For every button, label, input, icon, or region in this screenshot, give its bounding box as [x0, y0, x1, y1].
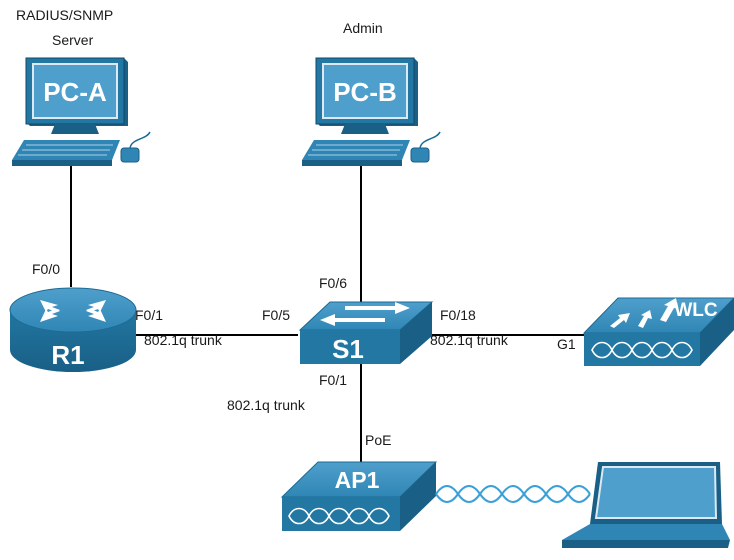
router-icon	[9, 287, 137, 372]
wireless-signal	[435, 485, 591, 503]
wlc-label: WLC	[674, 300, 718, 321]
s1-label: S1	[332, 334, 364, 364]
iface-s1-f05: F0/5	[262, 307, 290, 323]
computer-icon	[12, 57, 151, 166]
access-point-icon	[280, 461, 438, 531]
r1-label: R1	[51, 340, 84, 370]
pc-a-caption-line1: RADIUS/SNMP	[16, 7, 113, 23]
pc-b-caption: Admin	[343, 20, 383, 36]
pc-b-label: PC-B	[333, 77, 397, 107]
s1-switch[interactable]: S1	[298, 301, 434, 364]
ap1-device[interactable]: AP1	[280, 461, 438, 531]
pc-a-device[interactable]: RADIUS/SNMP Server PC-A	[12, 7, 151, 166]
wlc-device[interactable]: WLC	[582, 297, 734, 366]
labels: F0/0 F0/1 802.1q trunk F0/5 F0/6 F0/18 8…	[32, 261, 576, 448]
iface-s1-f018: F0/18	[440, 307, 476, 323]
link-s1-wlc-label: 802.1q trunk	[430, 332, 509, 348]
switch-icon	[298, 301, 434, 364]
iface-s1-f01: F0/1	[319, 372, 347, 388]
links	[70, 165, 588, 462]
iface-r1-f01: F0/1	[135, 307, 163, 323]
ap1-label: AP1	[335, 467, 380, 493]
computer-icon	[302, 57, 441, 166]
iface-s1-f06: F0/6	[319, 275, 347, 291]
link-s1-ap1-label: 802.1q trunk	[227, 397, 306, 413]
laptop-icon[interactable]	[562, 462, 730, 548]
pc-a-caption-line2: Server	[52, 32, 94, 48]
iface-ap1-poe: PoE	[365, 432, 391, 448]
iface-wlc-g1: G1	[557, 336, 576, 352]
r1-router[interactable]: R1	[9, 287, 137, 372]
iface-r1-f00: F0/0	[32, 261, 60, 277]
wireless-controller-icon	[582, 297, 734, 366]
link-r1-s1-label: 802.1q trunk	[144, 332, 223, 348]
pc-b-device[interactable]: Admin PC-B	[302, 20, 441, 166]
pc-a-label: PC-A	[43, 77, 107, 107]
